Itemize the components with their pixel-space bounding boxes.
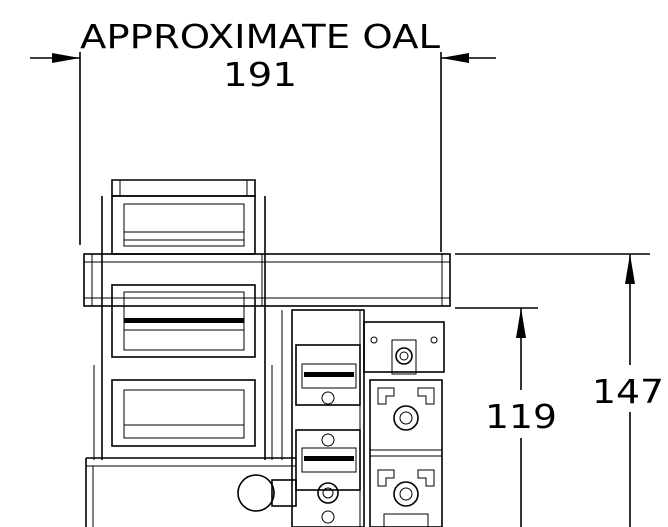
height-147-dimension: 147 xyxy=(455,253,664,527)
height-119-dimension: 119 xyxy=(455,307,557,527)
h119-arrow-top xyxy=(516,308,526,338)
cable-carrier xyxy=(93,179,283,460)
oal-arrow-right xyxy=(441,53,469,63)
oal-label: APPROXIMATE OAL xyxy=(80,17,441,56)
h147-value: 147 xyxy=(592,372,664,411)
aluminum-extrusion xyxy=(369,379,443,527)
carriage-blocks xyxy=(291,309,365,527)
rail-body xyxy=(83,253,451,307)
horizontal-rail xyxy=(83,253,451,307)
mounting-bracket xyxy=(363,321,445,375)
oal-value: 191 xyxy=(223,55,297,94)
oal-dimension: APPROXIMATE OAL 191 xyxy=(30,17,496,252)
h147-arrow-top xyxy=(625,254,635,284)
base-plate xyxy=(85,457,297,527)
knob xyxy=(237,474,275,512)
h119-value: 119 xyxy=(485,397,557,436)
oal-arrow-left xyxy=(52,53,80,63)
